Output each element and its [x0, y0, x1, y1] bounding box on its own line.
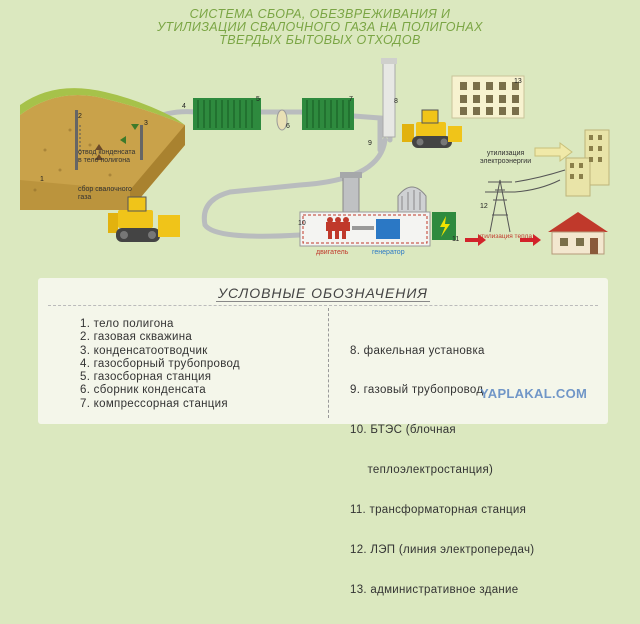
title-line-1: СИСТЕМА СБОРА, ОБЕЗВРЕЖИВАНИЯ И — [189, 7, 451, 21]
apartment-buildings — [565, 129, 610, 197]
condensate-label: отвод конденсата в тело полигона — [78, 149, 136, 164]
process-diagram — [20, 58, 610, 255]
legend-right-column: 8. факельная установка 9. газовый трубоп… — [350, 318, 534, 624]
gas-well — [75, 110, 78, 170]
bulldozer-icon — [402, 109, 462, 148]
legend-item: 8. факельная установка — [350, 344, 485, 357]
heat-utilization-label: утилизация тепла — [478, 233, 533, 240]
marker-3: 3 — [144, 120, 148, 127]
btes-plant — [299, 211, 431, 247]
marker-6: 6 — [286, 123, 290, 130]
generator-label: генератор — [372, 249, 405, 256]
legend-item: 10. БТЭС (блочная — [350, 424, 456, 437]
generator-icon — [376, 219, 400, 239]
marker-12: 12 — [480, 203, 488, 210]
gas-collection-station — [193, 98, 261, 130]
gas-pipeline-to-plant — [201, 137, 388, 239]
marker-5: 5 — [256, 96, 260, 103]
marker-10: 10 — [298, 220, 306, 227]
administrative-building — [451, 75, 525, 119]
marker-1: 1 — [40, 176, 44, 183]
legend-item: 2. газовая скважина — [80, 331, 193, 344]
title-line-2: УТИЛИЗАЦИИ СВАЛОЧНОГО ГАЗА НА ПОЛИГОНАХ — [157, 20, 483, 34]
legend-item: 4. газосборный трубопровод — [80, 357, 240, 370]
legend-item: 12. ЛЭП (линия электропередач) — [350, 544, 535, 557]
legend-item: 3. конденсатоотводчик — [80, 344, 208, 357]
legend-title: УСЛОВНЫЕ ОБОЗНАЧЕНИЯ — [216, 285, 430, 302]
exhaust-stack — [340, 172, 362, 213]
cooling-fan — [397, 186, 427, 213]
page-title: СИСТЕМА СБОРА, ОБЕЗВРЕЖИВАНИЯ И УТИЛИЗАЦ… — [80, 8, 560, 47]
legend-item: 6. сборник конденсата — [80, 384, 207, 397]
legend-item: 13. административное здание — [350, 583, 519, 596]
legend-left-column: 1. тело полигона 2. газовая скважина 3. … — [80, 318, 240, 411]
marker-7: 7 — [349, 96, 353, 103]
landfill-body — [20, 88, 185, 210]
marker-9: 9 — [368, 140, 372, 147]
legend-panel: УСЛОВНЫЕ ОБОЗНАЧЕНИЯ 1. тело полигона 2.… — [38, 278, 608, 596]
marker-2: 2 — [78, 113, 82, 120]
compressor-station — [302, 98, 354, 130]
engine-icon — [326, 217, 350, 239]
title-line-3: ТВЕРДЫХ БЫТОВЫХ ОТХОДОВ — [219, 33, 421, 47]
power-utilization-label: утилизация электроэнергии — [480, 150, 532, 165]
legend-item: 5. газосборная станция — [80, 371, 212, 384]
house-icon — [548, 212, 608, 255]
legend-separator — [48, 305, 598, 306]
engine-label: двигатель — [316, 249, 349, 256]
condensate-collector — [276, 109, 288, 131]
legend-item: теплоэлектростанция) — [350, 464, 494, 477]
heat-arrows — [465, 234, 541, 246]
legend-item: 9. газовый трубопровод — [350, 384, 484, 397]
transformer-station — [432, 212, 456, 240]
legend-item: 1. тело полигона — [80, 318, 174, 330]
legend-item: 7. компрессорная станция — [80, 397, 228, 410]
flare-unit — [381, 58, 397, 138]
marker-8: 8 — [394, 98, 398, 105]
legend-item: 11. трансформаторная станция — [350, 504, 527, 517]
marker-13: 13 — [514, 78, 522, 85]
condensate-trap — [140, 125, 143, 160]
legend-divider — [328, 308, 329, 418]
gas-collection-label: сбор свалочного газа — [78, 186, 132, 201]
electricity-arrow-icon — [534, 142, 573, 162]
marker-4: 4 — [182, 103, 186, 110]
bulldozer-icon — [108, 196, 180, 242]
marker-11: 11 — [452, 236, 460, 243]
watermark: YAPLAKAL.COM — [480, 386, 588, 401]
power-line-tower — [485, 169, 566, 233]
